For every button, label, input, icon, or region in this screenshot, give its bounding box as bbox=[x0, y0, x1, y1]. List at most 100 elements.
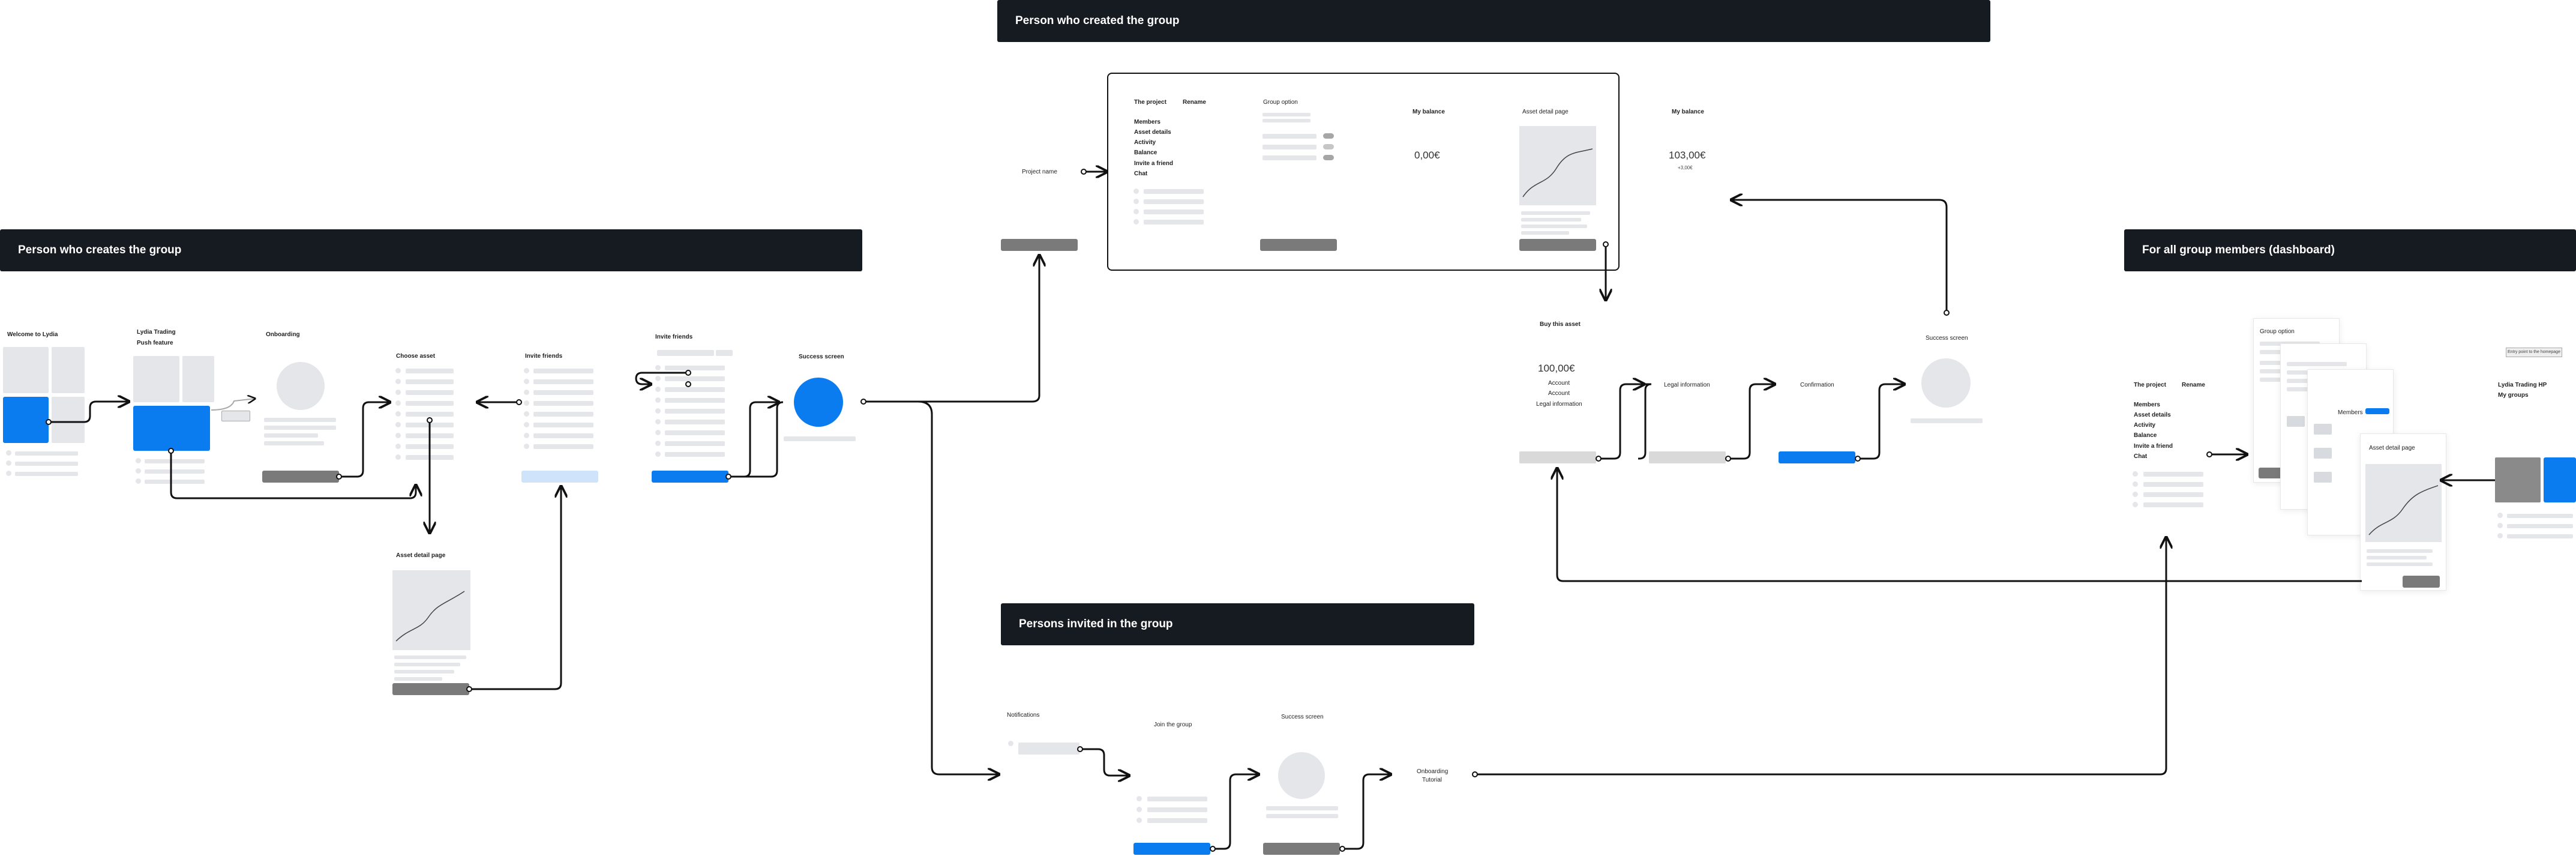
search-bar[interactable] bbox=[657, 350, 714, 356]
toggle-switch[interactable] bbox=[1323, 133, 1334, 139]
welcome-tile bbox=[52, 347, 85, 393]
project-name-button[interactable] bbox=[1001, 239, 1078, 251]
text-line bbox=[264, 418, 336, 422]
friend-dot bbox=[524, 379, 529, 384]
screen-label-trading: Lydia Trading bbox=[137, 329, 176, 336]
list-dot bbox=[2497, 513, 2503, 518]
list-dot bbox=[2497, 523, 2503, 528]
invite-cta-button[interactable] bbox=[652, 471, 728, 483]
asset-detail-card[interactable]: Asset detail page bbox=[2360, 433, 2446, 591]
option-line bbox=[1262, 155, 1317, 160]
list-dot bbox=[2497, 533, 2503, 538]
menu-balance[interactable]: Balance bbox=[1134, 149, 1157, 156]
hp-group-tile[interactable] bbox=[2544, 457, 2576, 502]
friend-dot bbox=[655, 408, 661, 414]
dash-menu-activity[interactable]: Activity bbox=[2134, 422, 2156, 429]
screen-label-group-option: Group option bbox=[1263, 99, 1298, 106]
text-line bbox=[1521, 211, 1590, 215]
list-dot bbox=[136, 468, 141, 474]
friend-dot bbox=[655, 376, 661, 381]
list-dot bbox=[1136, 818, 1142, 823]
screen-label-success-3: Success screen bbox=[1281, 714, 1324, 720]
push-banner[interactable] bbox=[133, 406, 210, 451]
card-button[interactable] bbox=[2259, 468, 2283, 478]
buy-cta-button[interactable] bbox=[1519, 451, 1596, 463]
asset-chart bbox=[392, 570, 470, 650]
asset-dot bbox=[395, 379, 401, 384]
onboarding-cta-button[interactable] bbox=[262, 471, 339, 483]
invite-cta-disabled[interactable] bbox=[521, 471, 598, 483]
text-line bbox=[1262, 113, 1311, 116]
buy-asset-button[interactable] bbox=[1519, 239, 1596, 251]
menu-members[interactable]: Members bbox=[1134, 119, 1160, 125]
menu-chat[interactable]: Chat bbox=[1134, 170, 1148, 177]
card-cta-button[interactable] bbox=[2403, 576, 2440, 588]
list-dot bbox=[6, 471, 11, 476]
list-dot bbox=[1133, 219, 1139, 225]
list-dot bbox=[2133, 471, 2138, 477]
asset-line bbox=[406, 369, 454, 373]
welcome-tile-active[interactable] bbox=[3, 397, 49, 443]
list-line bbox=[145, 480, 205, 484]
list-dot bbox=[136, 458, 141, 463]
menu-asset-details[interactable]: Asset details bbox=[1134, 129, 1171, 136]
chart-line-icon bbox=[2368, 485, 2439, 535]
account-label-1: Account bbox=[1548, 380, 1570, 387]
friend-line bbox=[533, 423, 593, 427]
text-line bbox=[1521, 225, 1587, 228]
list-dot bbox=[2133, 492, 2138, 497]
text-line bbox=[394, 677, 442, 681]
legal-information-link[interactable]: Legal information bbox=[1536, 401, 1582, 408]
success-continue-button[interactable] bbox=[1263, 843, 1340, 855]
success-illustration bbox=[1278, 752, 1325, 799]
dash-menu-asset-details[interactable]: Asset details bbox=[2134, 412, 2171, 418]
dash-rename[interactable]: Rename bbox=[2182, 382, 2205, 388]
friend-line bbox=[533, 444, 593, 449]
asset-dot bbox=[395, 368, 401, 373]
friend-line bbox=[533, 412, 593, 417]
menu-the-project: The project bbox=[1134, 99, 1166, 106]
list-dot bbox=[1136, 807, 1142, 812]
legal-cta-button[interactable] bbox=[1649, 451, 1726, 463]
text-line bbox=[1521, 218, 1581, 222]
text-line bbox=[2367, 556, 2427, 559]
asset-detail-cta-button[interactable] bbox=[392, 683, 469, 695]
list-line bbox=[2507, 534, 2573, 538]
join-group-button[interactable] bbox=[1133, 843, 1210, 855]
dash-menu-chat[interactable]: Chat bbox=[2134, 453, 2148, 460]
dash-menu-members[interactable]: Members bbox=[2134, 402, 2160, 408]
list-line bbox=[15, 462, 78, 466]
list-line bbox=[2143, 482, 2203, 487]
dash-menu-balance[interactable]: Balance bbox=[2134, 432, 2157, 439]
menu-rename[interactable]: Rename bbox=[1183, 99, 1206, 106]
screen-label-tutorial: Tutorial bbox=[1422, 777, 1442, 783]
menu-activity[interactable]: Activity bbox=[1134, 139, 1156, 146]
confirm-button[interactable] bbox=[1779, 451, 1855, 463]
option-line bbox=[1262, 134, 1317, 139]
screen-label-onboarding-2: Onboarding bbox=[1417, 768, 1449, 775]
balance-value-2: 103,00€ bbox=[1669, 149, 1706, 161]
toggle-switch[interactable] bbox=[1323, 155, 1334, 160]
list-dot bbox=[6, 460, 11, 466]
group-option-save-button[interactable] bbox=[1260, 239, 1337, 251]
screen-label-asset-detail-2: Asset detail page bbox=[1522, 109, 1569, 115]
list-line bbox=[1144, 220, 1204, 225]
list-line bbox=[1144, 209, 1204, 214]
text-line bbox=[784, 436, 856, 441]
option-line bbox=[1262, 145, 1317, 149]
friend-line bbox=[665, 387, 725, 392]
list-line bbox=[1147, 807, 1207, 812]
section-header-invited: Persons invited in the group bbox=[1001, 603, 1474, 645]
list-line bbox=[2143, 472, 2203, 477]
member-block bbox=[2314, 472, 2332, 483]
asset-dot bbox=[395, 400, 401, 406]
notification-item[interactable] bbox=[1018, 743, 1079, 755]
friend-dot bbox=[655, 441, 661, 446]
list-dot bbox=[6, 450, 11, 456]
menu-invite-a-friend[interactable]: Invite a friend bbox=[1134, 160, 1174, 167]
toggle-switch[interactable] bbox=[1323, 144, 1334, 149]
dash-menu-invite[interactable]: Invite a friend bbox=[2134, 443, 2173, 450]
list-dot bbox=[2133, 502, 2138, 507]
members-add-button[interactable] bbox=[2365, 408, 2389, 414]
screen-label-my-groups: My groups bbox=[2498, 392, 2529, 399]
